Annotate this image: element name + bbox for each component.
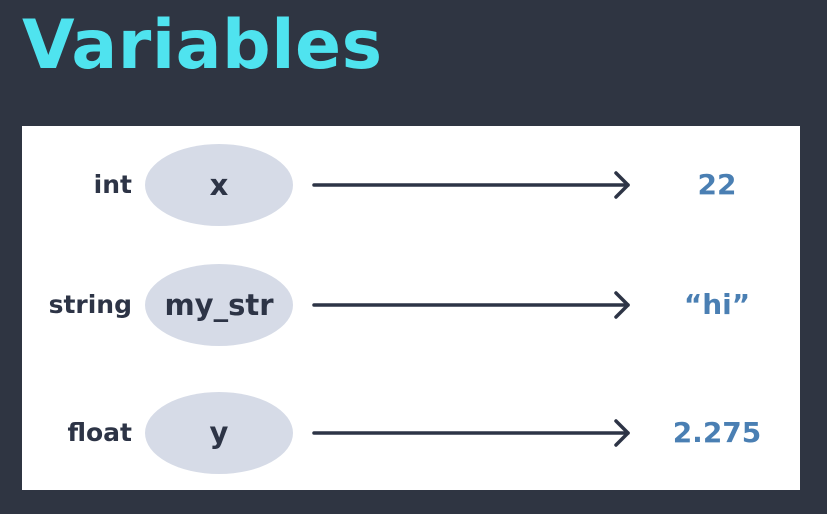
- variable-name-oval: y: [145, 392, 293, 474]
- variable-value: 2.275: [672, 416, 762, 449]
- arrow-icon: [312, 419, 630, 447]
- variable-value: 22: [697, 168, 737, 201]
- variable-name-oval: my_str: [145, 264, 293, 346]
- variable-name: y: [209, 416, 229, 450]
- type-label: float: [67, 418, 132, 447]
- arrow-icon: [312, 171, 630, 199]
- type-label: int: [93, 170, 132, 199]
- variable-row-int: int x 22: [22, 144, 800, 226]
- variable-value: “hi”: [683, 288, 751, 321]
- variable-name: my_str: [164, 288, 274, 322]
- variable-name: x: [209, 168, 229, 202]
- arrow-icon: [312, 291, 630, 319]
- type-label: string: [48, 290, 132, 319]
- variable-name-oval: x: [145, 144, 293, 226]
- variables-diagram: int x 22 string my_str “hi” float y 2.27…: [22, 126, 800, 490]
- page-title: Variables: [22, 6, 383, 85]
- variable-row-string: string my_str “hi”: [22, 264, 800, 346]
- variable-row-float: float y 2.275: [22, 392, 800, 474]
